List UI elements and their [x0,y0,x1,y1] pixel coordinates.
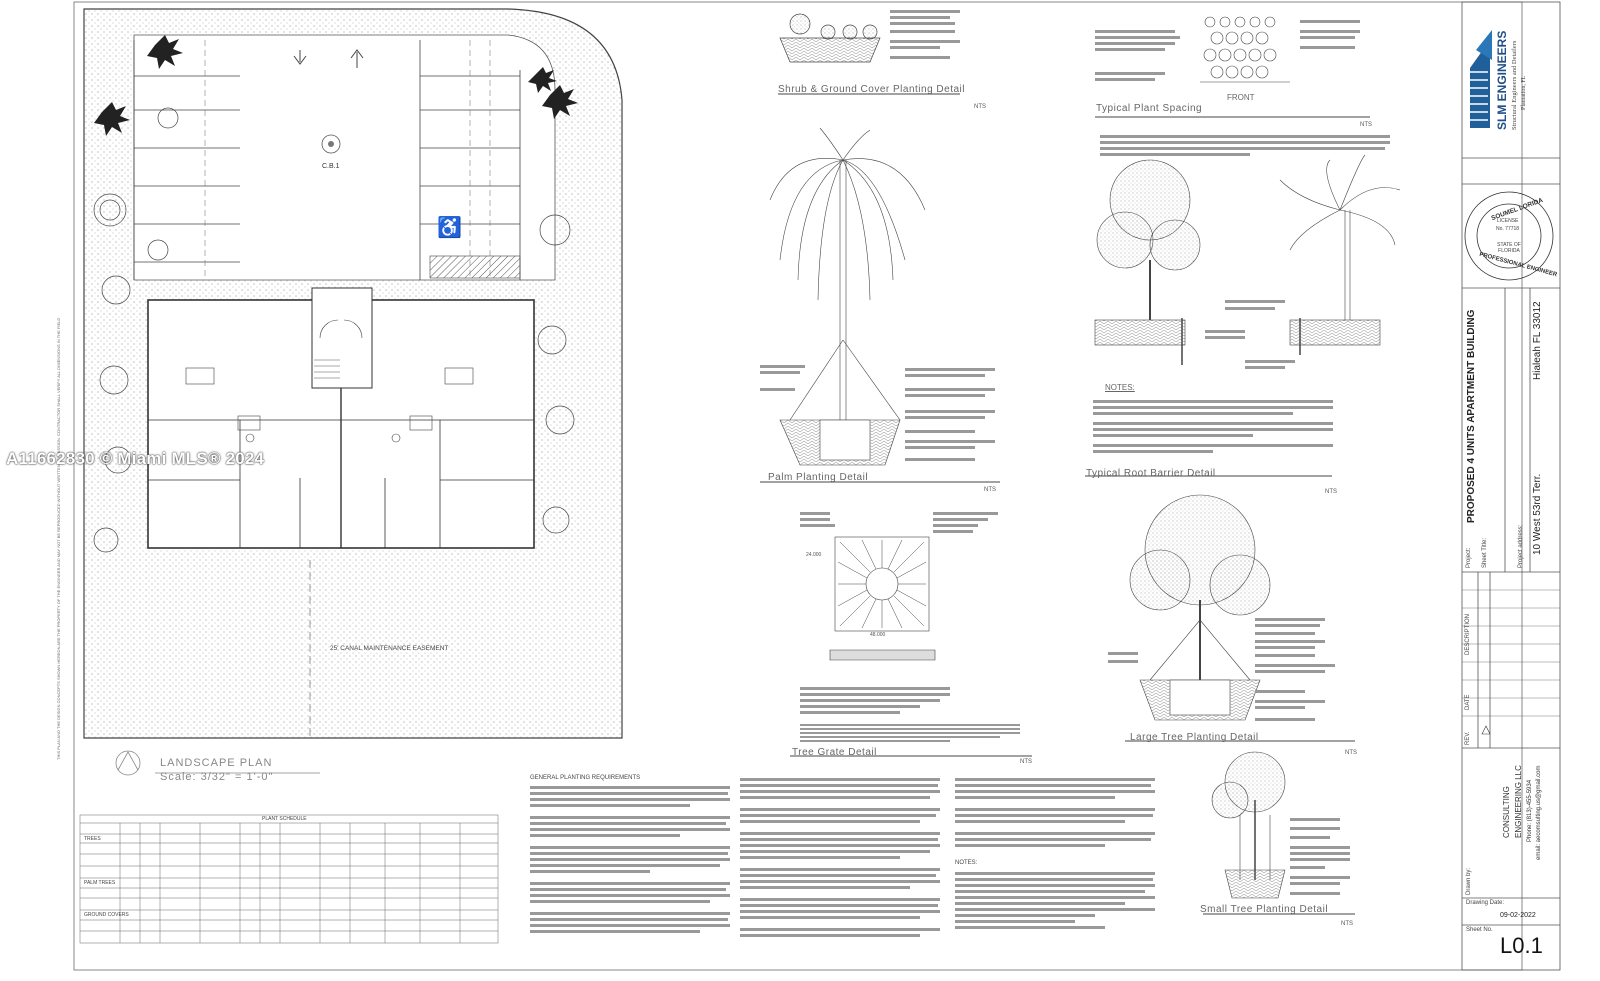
small-tree-title: Small Tree Planting Detail [1200,904,1329,915]
parking-lot [133,34,556,281]
tree-grate-title: Tree Grate Detail [792,747,877,758]
firm-subtitle: Structural Engineers and Detailers [1511,40,1518,130]
root-barrier-detail [1085,154,1401,477]
planting-requirements-text [530,778,1155,937]
project-city: Hialeah FL 33012 [1532,301,1543,380]
root-barrier-title: Typical Root Barrier Detail [1086,468,1216,479]
sheet-no-label: Sheet No. [1466,927,1493,933]
schedule-group-groundcovers: GROUND COVERS [84,912,129,918]
project-name: PROPOSED 4 UNITS APARTMENT BUILDING [1466,309,1477,523]
date-label: DATE [1465,694,1471,710]
project-label: Project: [1466,547,1472,568]
seal-license: LICENSE [1497,218,1519,224]
seal-number: No. 77718 [1496,226,1520,232]
drawing-date: 09-02-2022 [1500,912,1536,919]
palm-planting-detail [760,127,1000,483]
palm-detail-nts: NTS [984,487,996,493]
palm-symbols [94,35,578,136]
consultant-email: email: aecomsulting.us@gmail.com [1536,765,1542,860]
description-label: DESCRIPTION [1465,613,1471,655]
shrub-planting-detail [778,10,960,95]
root-barrier-nts: NTS [1325,489,1337,495]
schedule-group-palms: PALM TREES [84,880,116,886]
palm-detail-title: Palm Planting Detail [768,472,869,483]
plan-title: LANDSCAPE PLAN [160,757,273,769]
project-address: 10 West 53rd Terr. [1532,473,1543,555]
large-tree-title: Large Tree Planting Detail [1130,732,1259,743]
slm-logo-icon [1470,30,1492,128]
sheet-number: L0.1 [1500,933,1543,958]
sheet-border [73,1,1523,971]
general-notes-title: NOTES: [955,860,978,866]
tree-grate-nts: NTS [1020,759,1032,765]
plan-title-block [115,750,320,776]
firm-city: Plantation, FL [1521,75,1527,110]
spacing-front-label: FRONT [1227,93,1255,102]
vertical-notes: THIS PLAN AND THE DESIGN CONCEPTS SHOWN … [56,318,61,760]
easement-label: 25' CANAL MAINTENANCE EASEMENT [330,645,448,652]
schedule-group-trees: TREES [84,836,101,842]
grate-dim-a: 24.000 [806,552,822,558]
shrub-detail-nts: NTS [974,104,986,110]
accessible-icon: ♿ [437,215,462,239]
consultant-phone: Phone: (813)-455-5934 [1527,779,1533,842]
consultant-line2: ENGINEERING LLC [1514,765,1523,838]
root-notes-title: NOTES: [1105,383,1135,392]
plant-schedule-title: PLANT SCHEDULE [262,816,307,822]
spacing-detail-title: Typical Plant Spacing [1096,103,1203,114]
general-requirements-title: GENERAL PLANTING REQUIREMENTS [530,775,641,781]
plan-scale: Scale: 3/32" = 1'-0" [160,771,274,783]
large-tree-planting-detail [1108,494,1355,742]
rev-label: REV. [1465,731,1471,745]
mls-watermark: A11662830 © Miami MLS® 2024 [6,449,265,468]
site-plan: ♿ [56,8,623,760]
small-tree-planting-detail [1203,751,1355,915]
shrub-detail-title: Shrub & Ground Cover Planting Detail [778,84,965,95]
plant-spacing-detail [1095,16,1390,156]
grate-dim-b: 48.000 [870,632,886,638]
handicap-stall [429,255,521,279]
tree-grate-detail [790,512,1032,757]
tree-symbols [93,107,575,553]
sheet-title-label: Sheet Title: [1482,537,1488,568]
title-block [1461,1,1561,971]
engineer-seal [1464,191,1554,281]
seal-state: STATE OF FLORIDA [1497,242,1521,254]
address-label: Project address: [1518,524,1524,568]
drawn-by-label: Drawn by: [1466,867,1472,895]
drawing-date-label: Drawing Date: [1466,900,1505,906]
large-tree-nts: NTS [1345,750,1357,756]
plant-schedule-table [79,814,499,944]
small-tree-nts: NTS [1341,921,1353,927]
spacing-detail-nts: NTS [1360,122,1372,128]
catch-basin-label: C.B.1 [322,163,340,170]
consultant-line1: CONSULTING [1502,786,1511,838]
firm-name: SLM ENGINEERS [1495,30,1509,130]
